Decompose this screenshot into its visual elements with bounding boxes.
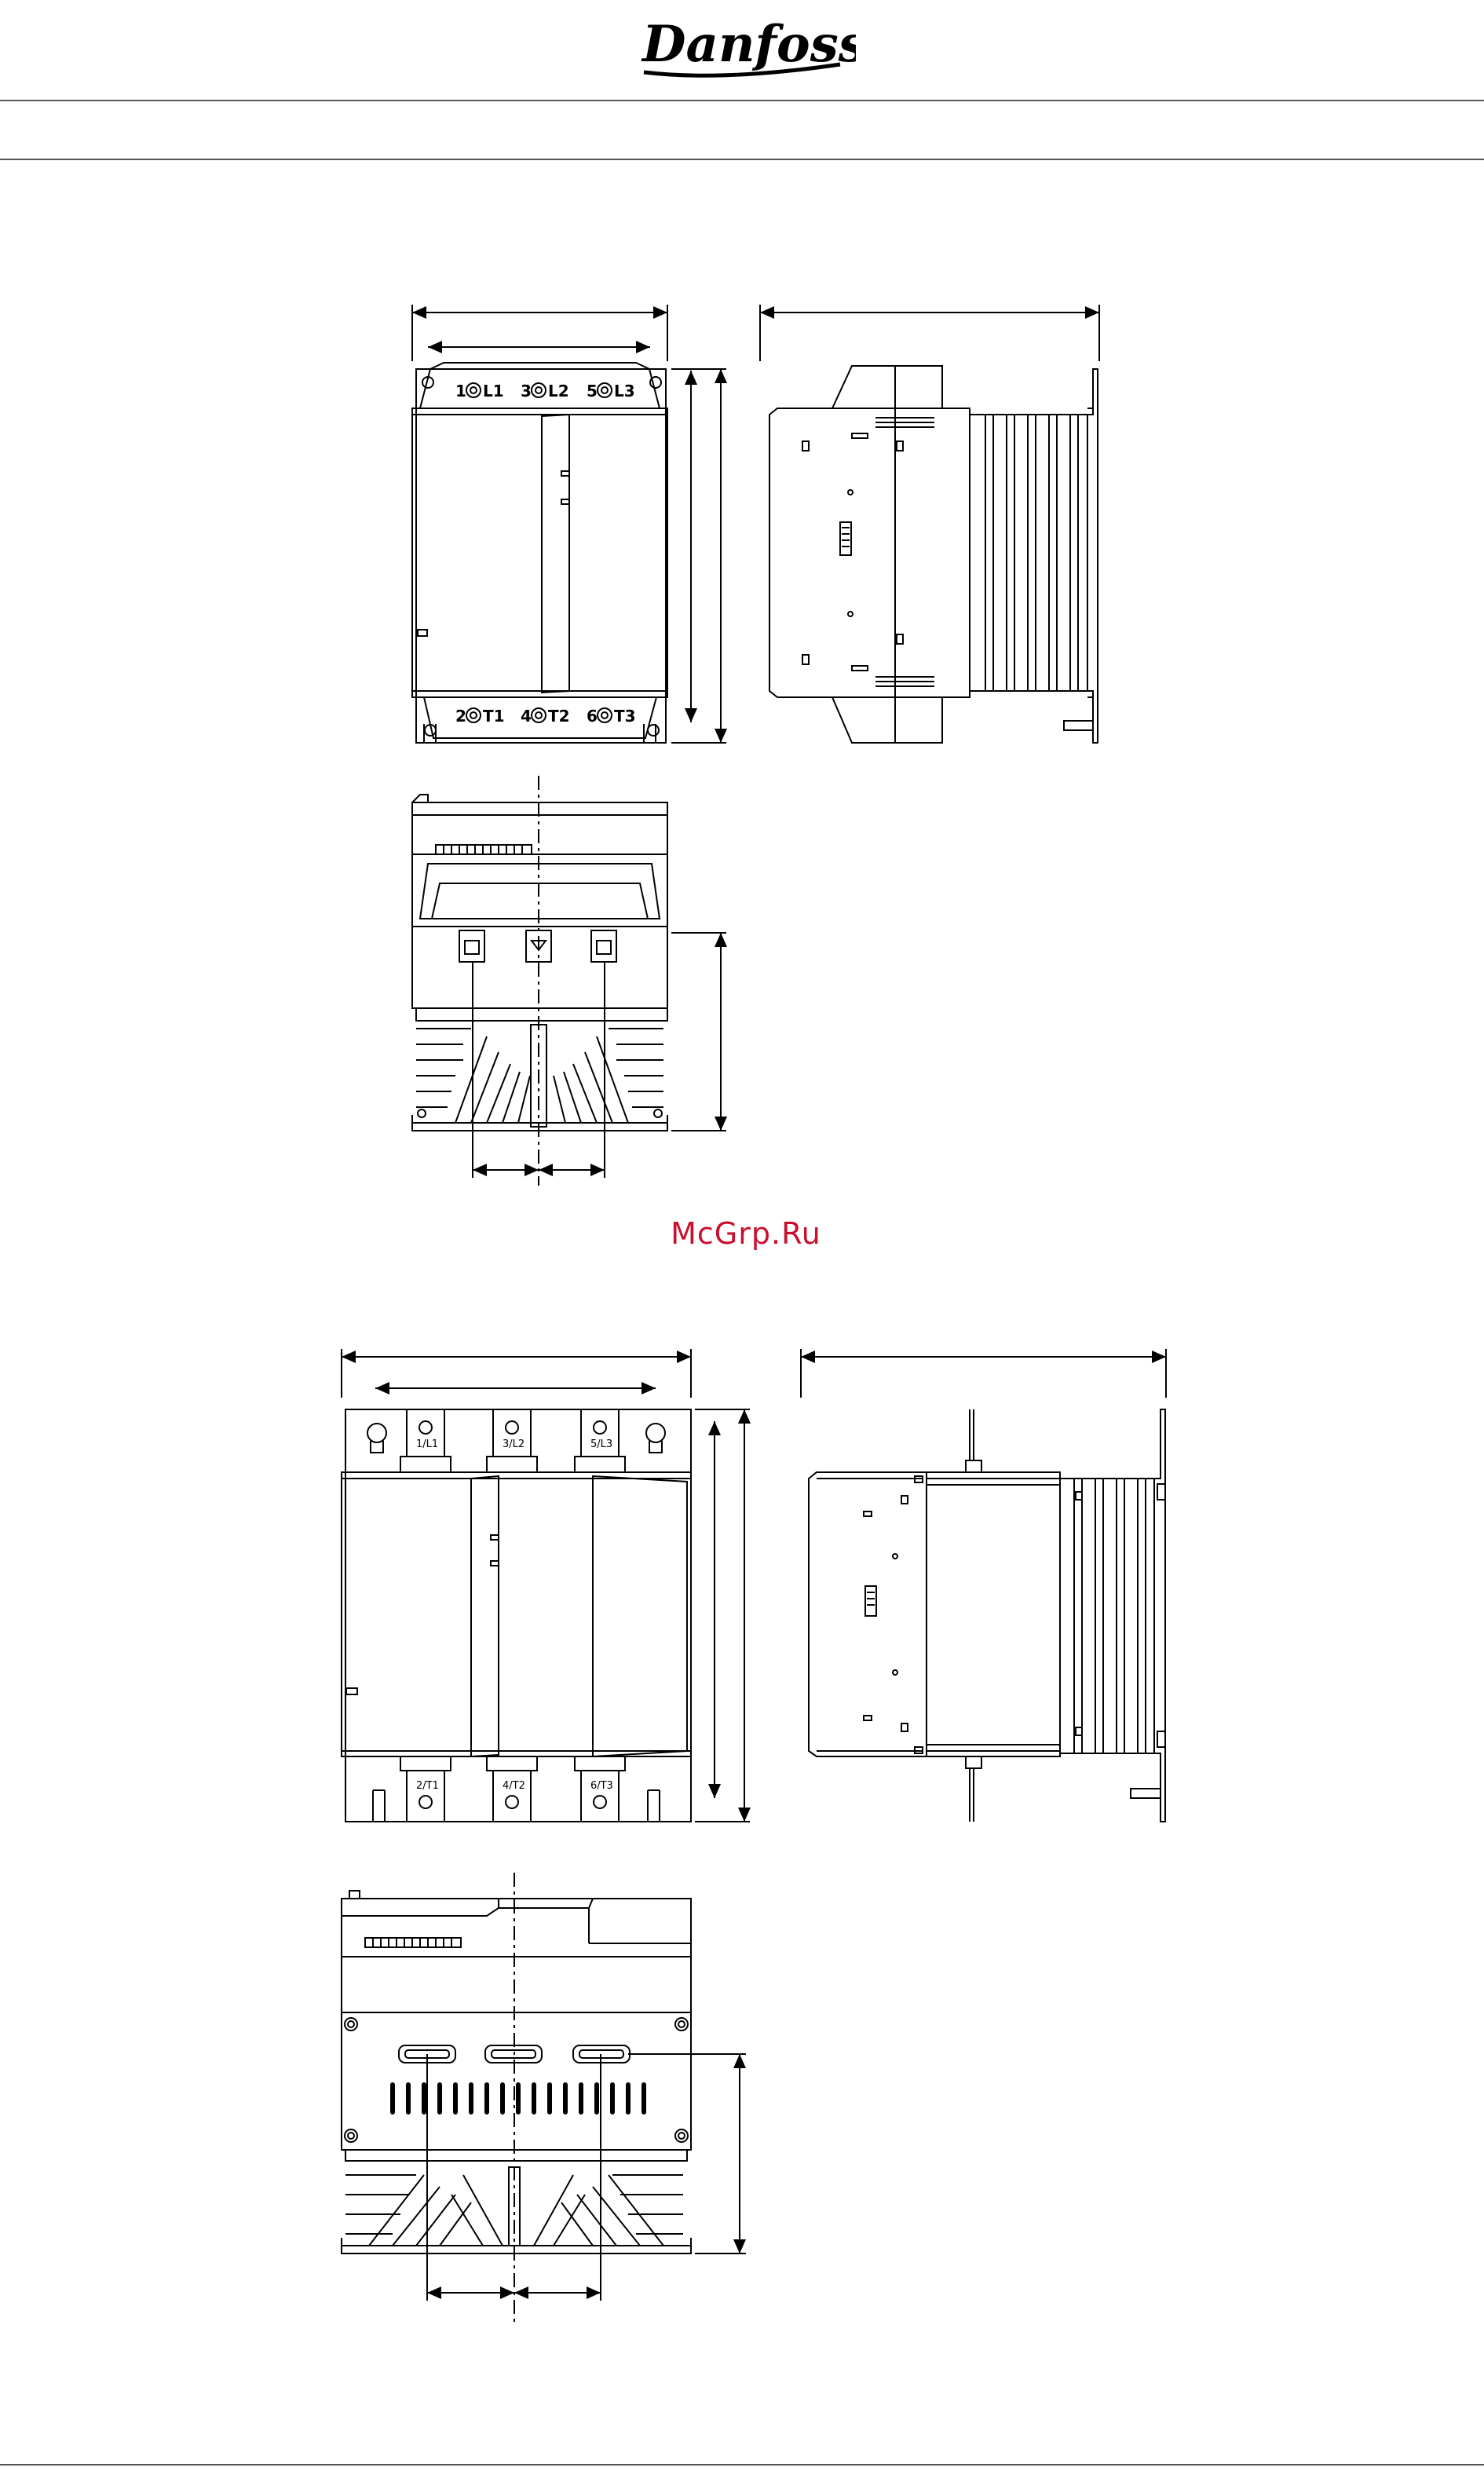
terminal-2-t1: 2/T1 — [416, 1780, 439, 1792]
drawing1-terminal-labels: 1 L1 3 L2 5 L3 2 T1 4 T2 6 T3 — [455, 382, 636, 726]
terminal-l1: L1 — [483, 382, 504, 400]
terminal-num-3: 3 — [521, 382, 532, 400]
drawing2-front-view — [342, 1349, 750, 1822]
drawing1-front-view — [412, 305, 726, 743]
terminal-num-6: 6 — [587, 707, 598, 726]
terminal-num-5: 5 — [587, 382, 598, 400]
terminal-t3: T3 — [614, 707, 636, 726]
terminal-l3: L3 — [614, 382, 635, 400]
terminal-l2: L2 — [548, 382, 569, 400]
drawing2-terminal-labels: 1/L1 3/L2 5/L3 2/T1 4/T2 6/T3 — [416, 1438, 613, 1792]
terminal-6-t3: 6/T3 — [590, 1780, 613, 1792]
terminal-t2: T2 — [548, 707, 570, 726]
terminal-num-2: 2 — [455, 707, 466, 726]
drawing2-side-view — [801, 1349, 1166, 1822]
terminal-t1: T1 — [483, 707, 505, 726]
drawing1-bottom-view — [412, 776, 726, 1186]
terminal-5-l3: 5/L3 — [590, 1438, 612, 1450]
terminal-4-t2: 4/T2 — [503, 1780, 525, 1792]
terminal-num-1: 1 — [455, 382, 466, 400]
drawing1-side-view — [760, 305, 1099, 743]
terminal-3-l2: 3/L2 — [503, 1438, 525, 1450]
terminal-num-4: 4 — [521, 707, 532, 726]
terminal-1-l1: 1/L1 — [416, 1438, 438, 1450]
drawing2-bottom-view — [342, 1873, 746, 2324]
